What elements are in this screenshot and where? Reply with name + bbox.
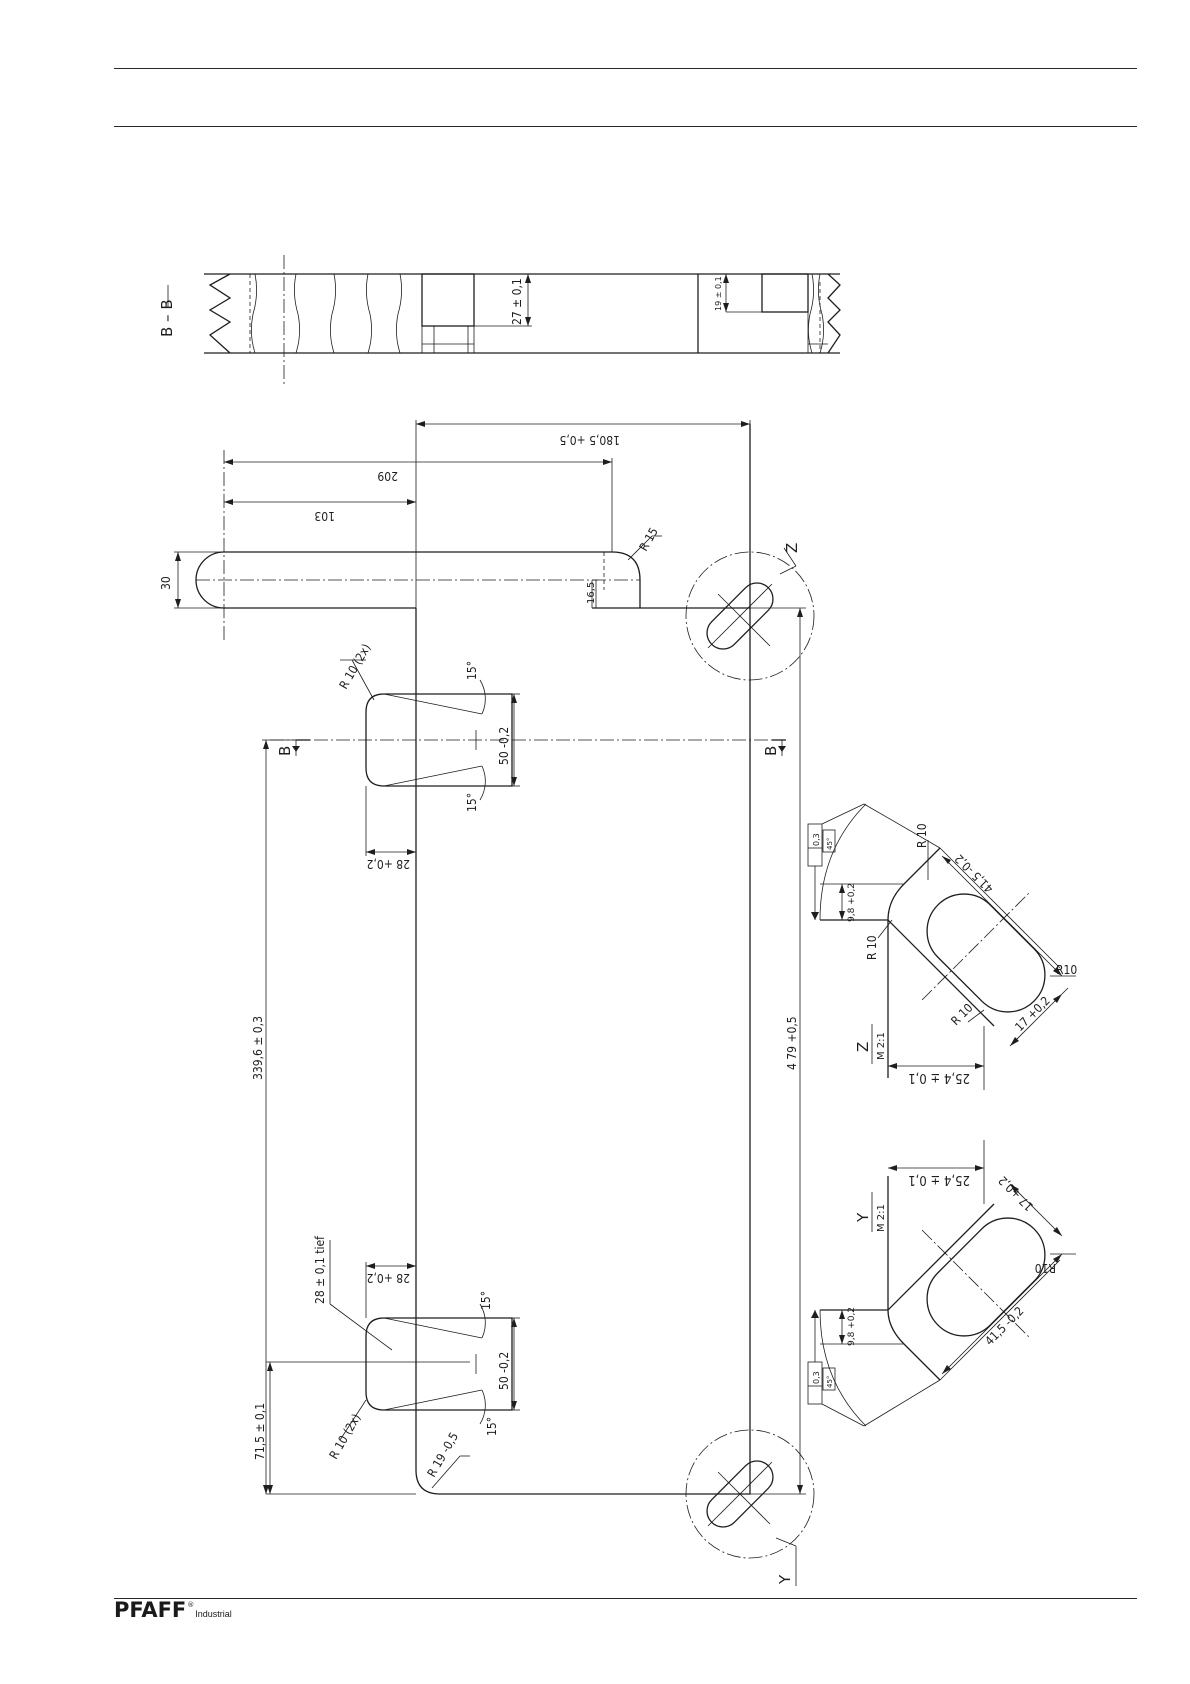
angle-15-upper-2: 15°	[465, 793, 479, 812]
section-bb-label: B – B	[158, 299, 176, 337]
section-bb-view: B – B 27 ± 0,1	[158, 255, 841, 384]
dim-30-text: 30	[159, 576, 173, 590]
dim-28-upper: 28 +0,2	[367, 857, 410, 871]
detail-y-scale: M 2:1	[876, 1204, 887, 1232]
dim-71-text: 71,5 ± 0,1	[253, 1403, 267, 1460]
detail-z-25: 25,4 ± 0,1	[908, 1070, 970, 1085]
dim-339-text: 339,6 ± 0,3	[251, 1016, 265, 1080]
section-b-left: B	[276, 746, 294, 756]
detail-z-9-8: 9,8 +0,2	[847, 883, 857, 922]
detail-y-45: 45°	[826, 1376, 834, 1388]
dim-103-text: 103	[314, 509, 335, 523]
dim-479-text: 4 79 +0,5	[785, 1016, 799, 1070]
detail-z-r10-c: R 10	[948, 1001, 975, 1028]
angle-15-upper-1: 15°	[465, 661, 479, 680]
dim-27-text: 27 ± 0,1	[510, 278, 524, 325]
brand-logo: PFAFF	[114, 1598, 187, 1622]
dim-50-lower: 50 -0,2	[497, 1352, 511, 1390]
detail-y-tol: 0,3	[812, 1371, 821, 1384]
detail-y-25: 25,4 ± 0,1	[908, 1172, 970, 1187]
header-rule-top	[114, 68, 1137, 69]
dim-180-text: 180,5 +0,5	[559, 433, 620, 447]
plan-view: 180,5 +0,5 209 103 30 16,5 R 15	[159, 420, 815, 1586]
detail-y-label: Y	[854, 1212, 872, 1223]
footer-rule	[114, 1598, 1137, 1599]
detail-y: Y M 2:1 25,4 ± 0,1 9,8 +0,2 0,3 45°	[807, 1140, 1076, 1427]
dim-28-lower: 28 +0,2	[367, 1271, 410, 1285]
detail-z-17: 17 +0,2	[1012, 994, 1053, 1035]
dim-16-5-text: 16,5	[586, 582, 597, 604]
dim-50-upper: 50 -0,2	[497, 727, 511, 765]
detail-y-17: 17 +0,2	[996, 1173, 1037, 1214]
r15-text: R 15	[636, 525, 660, 553]
dim-209-text: 209	[377, 469, 398, 483]
detail-y-9-8: 9,8 +0,2	[847, 1307, 857, 1346]
detail-z-tol: 0,3	[812, 833, 821, 846]
detail-z-45: 45°	[826, 838, 834, 850]
r10-2x-lower: R 10 (2x)	[326, 1411, 363, 1461]
detail-z-scale: M 2:1	[876, 1032, 887, 1060]
tief-text: 28 ± 0,1 tief	[313, 1235, 327, 1304]
detail-z: Z M 2:1 25,4 ± 0,1 9,8 +0,2 0,3 45°	[807, 803, 1077, 1090]
brand-division: Industrial	[195, 1609, 232, 1619]
r10-2x-upper: R 10 (2x)	[336, 641, 373, 691]
header-rule-bottom	[114, 126, 1137, 127]
detail-z-r10-b: R 10	[865, 935, 879, 960]
angle-15-lower-2: 15°	[485, 1417, 499, 1436]
dim-19-text: 19 ± 0,1	[714, 276, 723, 311]
view-y-label: Y	[776, 1574, 794, 1585]
section-b-right: B	[762, 746, 780, 756]
angle-15-lower-1: 15°	[479, 1291, 493, 1310]
view-z-label: Z	[783, 543, 801, 553]
r19-text: R 19 -0,5	[424, 1430, 461, 1480]
footer-logo: PFAFF ® Industrial	[114, 1600, 232, 1621]
registered-mark: ®	[187, 1601, 195, 1609]
detail-z-label: Z	[854, 1042, 872, 1052]
detail-z-r10-d: R10	[1056, 963, 1077, 977]
detail-z-41-5: 41,5 -0,2	[952, 852, 996, 896]
detail-z-r10-a: R 10	[915, 823, 929, 848]
detail-y-r10: R10	[1035, 1261, 1056, 1275]
